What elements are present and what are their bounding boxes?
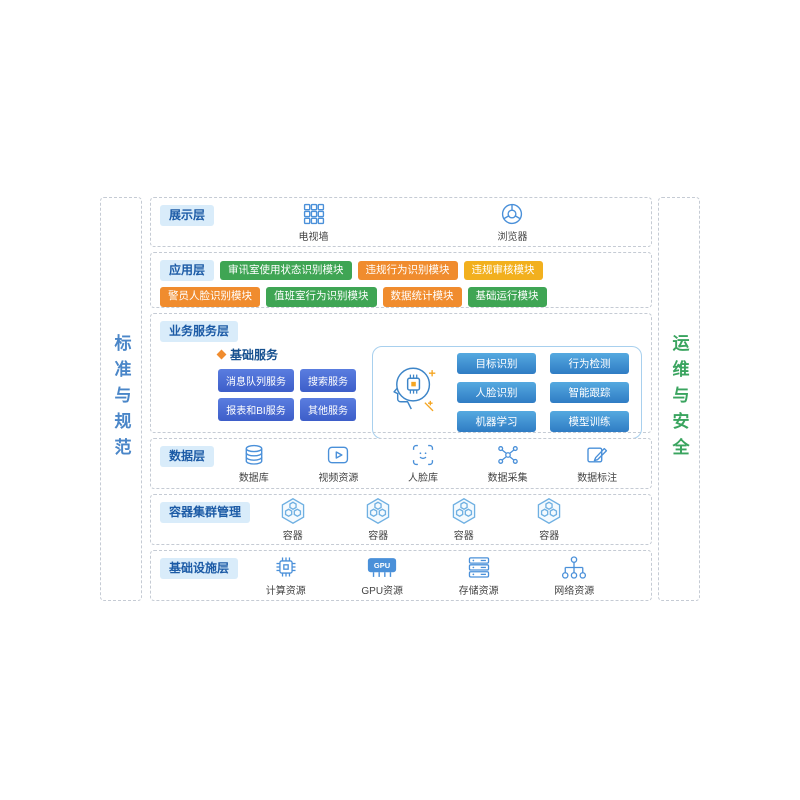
data-annotate-icon [585,443,609,467]
data-item-face: 人脸库 [408,443,438,484]
data-item-label: 数据标注 [577,473,618,484]
data-item-label: 视频资源 [318,473,359,484]
container-item-label: 容器 [282,531,303,542]
ai-services-panel: 目标识别 行为检测 人脸识别 智能跟踪 机器学习 模型训练 [372,346,642,439]
tv-wall-icon [302,202,326,226]
data-collect-icon [496,443,520,467]
basic-service-chip: 搜索服务 [300,369,356,392]
app-module: 数据统计模块 [382,287,462,307]
app-module: 审讯室使用状态识别模块 [220,260,352,281]
layer-data-title: 数据层 [160,446,215,467]
container-hexagon-icon [535,497,563,525]
container-item: 容器 [450,497,478,542]
layer-container-title: 容器集群管理 [160,502,251,523]
ai-service-chip: 机器学习 [457,411,536,432]
infra-item-gpu: GPU GPU资源 [361,555,403,597]
app-module: 违规审核模块 [463,260,543,281]
app-module: 警员人脸识别模块 [160,287,260,307]
data-item-database: 数据库 [239,443,269,484]
data-item-label: 数据库 [238,473,269,484]
layer-stack: 展示层 电视墙 [150,197,652,601]
container-item: 容器 [279,497,307,542]
storage-icon [466,554,492,580]
layer-presentation-title: 展示层 [160,205,215,226]
ai-head-icon [385,359,443,426]
infra-item-label: 存储资源 [458,586,499,597]
pillar-standards-label: 标准与规范 [111,334,131,464]
ai-service-chip: 智能跟踪 [550,382,629,403]
container-hexagon-icon [450,497,478,525]
app-module: 值班室行为识别模块 [266,287,377,307]
infra-item-label: 网络资源 [554,585,595,597]
gpu-chip-text: GPU [374,560,390,569]
infra-item-storage: 存储资源 [459,554,499,597]
container-item-label: 容器 [539,531,560,542]
presentation-item-label: 电视墙 [298,231,329,243]
ai-service-chip: 目标识别 [457,353,536,374]
cpu-icon [273,554,299,580]
gpu-icon: GPU [366,555,398,580]
network-icon [560,555,588,580]
basic-services-group: 基础服务 消息队列服务 搜索服务 报表和BI服务 其他服务 [216,346,356,421]
pillar-operations-security: 运维与安全 [658,197,700,601]
layer-data: 数据层 数据库 [150,438,652,489]
face-library-icon [411,443,435,467]
container-item-label: 容器 [453,531,474,542]
data-item-label: 人脸库 [408,473,438,484]
pillar-standards: 标准与规范 [100,197,142,601]
basic-services-title-text: 基础服务 [230,348,279,362]
data-item-annotate: 数据标注 [577,443,617,484]
app-module: 基础运行模块 [467,287,547,307]
browser-icon [500,202,524,226]
container-item-label: 容器 [368,531,389,542]
ai-service-chip: 行为检测 [550,353,629,374]
basic-service-chip: 其他服务 [300,398,356,421]
data-item-label: 数据采集 [487,473,528,484]
layer-presentation: 展示层 电视墙 [150,197,652,247]
layer-business: 业务服务层 基础服务 消息队列服务 搜索服务 报表和BI服务 其他服务 [150,313,652,439]
presentation-item-label: 浏览器 [497,231,528,243]
container-hexagon-icon [279,497,307,525]
basic-services-bullet-icon [216,349,227,360]
layer-infrastructure-title: 基础设施层 [160,558,239,579]
presentation-item-tv-wall: 电视墙 [299,202,329,243]
container-hexagon-icon [364,497,392,525]
basic-service-chip: 报表和BI服务 [218,398,294,421]
data-item-video: 视频资源 [318,443,358,484]
app-module: 违规行为识别模块 [357,260,458,281]
basic-service-chip: 消息队列服务 [218,369,294,392]
layer-application: 应用层 审讯室使用状态识别模块 违规行为识别模块 违规审核模块 警员人脸识别模块… [150,252,652,308]
infra-item-label: 计算资源 [265,586,306,597]
infra-item-network: 网络资源 [554,555,594,597]
container-item: 容器 [364,497,392,542]
basic-services-title: 基础服务 [216,346,356,363]
data-item-collect: 数据采集 [488,443,528,484]
database-icon [242,443,266,467]
pillar-operations-security-label: 运维与安全 [669,334,689,464]
layer-business-title: 业务服务层 [160,321,239,342]
layer-application-title: 应用层 [160,260,215,281]
ai-service-chip: 模型训练 [550,411,629,432]
ai-service-chip: 人脸识别 [457,382,536,403]
layer-infrastructure: 基础设施层 计算资源 [150,550,652,601]
layer-container-cluster: 容器集群管理 容器 [150,494,652,545]
infra-item-label: GPU资源 [361,585,404,597]
video-icon [326,443,350,467]
infra-item-compute: 计算资源 [266,554,306,597]
container-item: 容器 [535,497,563,542]
presentation-item-browser: 浏览器 [497,202,527,243]
